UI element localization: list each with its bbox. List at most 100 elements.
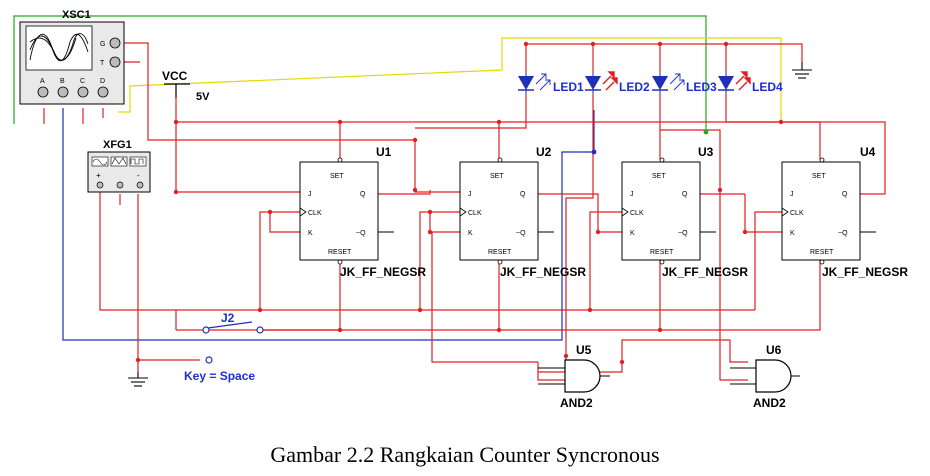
- scope-terminal-d-label: D: [100, 78, 105, 85]
- ground-symbol-left: [128, 372, 148, 387]
- pin-j-label: J: [308, 191, 312, 198]
- pin-q-label: Q: [360, 191, 366, 198]
- pin-q-label: Q: [842, 191, 848, 198]
- scope-terminal-b[interactable]: [57, 86, 69, 98]
- scope-terminal-c[interactable]: [77, 86, 89, 98]
- pin-clk-label: CLK: [790, 210, 804, 217]
- ground-symbol-right: [792, 62, 812, 79]
- flip-flop-u4[interactable]: SET RESET J CLK K Q ~Q U4 JK_FF_NEGSR: [781, 145, 908, 279]
- junction-dots: [135, 41, 784, 365]
- pin-k-label: K: [468, 230, 473, 237]
- flip-flop-u4-type: JK_FF_NEGSR: [822, 265, 908, 279]
- pin-set-label: SET: [490, 173, 504, 180]
- scope-screen: [25, 25, 93, 71]
- flip-flop-u2-ref: U2: [536, 145, 552, 159]
- junction-dot-green: [703, 129, 709, 135]
- pin-reset-label: RESET: [328, 249, 352, 256]
- and-gate-u6[interactable]: U6 AND2: [730, 343, 800, 410]
- key-label: Key = Space: [184, 369, 255, 383]
- square-wave-icon: [129, 156, 147, 167]
- scope-terminal-g-label: G: [100, 41, 105, 48]
- led-2-emission-arrows: [602, 71, 618, 91]
- oscilloscope-xsc1[interactable]: XSC1 G T A B C D: [19, 9, 125, 105]
- led-2-label: LED2: [619, 80, 650, 94]
- pin-reset-label: RESET: [488, 249, 512, 256]
- pin-q-label: Q: [520, 191, 526, 198]
- led-1[interactable]: LED1: [518, 72, 584, 94]
- pin-reset-label: RESET: [650, 249, 674, 256]
- scope-terminal-c-label: C: [80, 78, 85, 85]
- led-3-label: LED3: [686, 80, 717, 94]
- led-3[interactable]: LED3: [652, 72, 717, 94]
- flip-flop-u1-type: JK_FF_NEGSR: [340, 265, 426, 279]
- pin-qbar-label: ~Q: [838, 230, 848, 237]
- scope-terminal-t-label: T: [100, 60, 105, 67]
- pin-k-label: K: [308, 230, 313, 237]
- and-gate-u5[interactable]: U5 AND2: [538, 343, 610, 410]
- flip-flop-u2-type: JK_FF_NEGSR: [500, 265, 586, 279]
- and-gate-u5-ref: U5: [576, 343, 592, 357]
- scope-terminal-t[interactable]: [109, 56, 121, 68]
- scope-terminal-a[interactable]: [37, 86, 49, 98]
- pin-set-label: SET: [652, 173, 666, 180]
- pin-qbar-label: ~Q: [678, 230, 688, 237]
- pin-set-label: SET: [330, 173, 344, 180]
- pin-reset-label: RESET: [810, 249, 834, 256]
- vcc-source[interactable]: VCC 5V: [162, 69, 210, 103]
- generator-terminal-plus[interactable]: [96, 181, 104, 189]
- pin-k-label: K: [630, 230, 635, 237]
- and-gate-u6-type: AND2: [753, 396, 786, 410]
- pin-clk-label: CLK: [308, 210, 322, 217]
- generator-plus-label: +: [96, 171, 101, 180]
- oscilloscope-ref: XSC1: [62, 9, 91, 21]
- key-switch[interactable]: Key = Space: [184, 356, 255, 383]
- flip-flop-u3-type: JK_FF_NEGSR: [662, 265, 748, 279]
- pin-k-label: K: [790, 230, 795, 237]
- and-gate-u5-type: AND2: [560, 396, 593, 410]
- led-1-emission-arrows: [535, 73, 551, 91]
- flip-flop-u1-ref: U1: [376, 145, 392, 159]
- generator-terminal-common[interactable]: [116, 181, 124, 189]
- wire-green: [13, 15, 707, 132]
- and-gate-u6-ref: U6: [766, 343, 782, 357]
- switch-j2-ref: J2: [221, 311, 235, 325]
- led-array: LED1 LED2 LED3: [518, 71, 783, 94]
- vcc-label: VCC: [162, 69, 188, 83]
- flip-flop-u3-ref: U3: [698, 145, 714, 159]
- pin-qbar-label: ~Q: [356, 230, 366, 237]
- flip-flop-u2[interactable]: SET RESET J CLK K Q ~Q U2 JK_FF_NEGSR: [459, 145, 586, 279]
- wire-yellow: [118, 37, 782, 122]
- junction-dot-blue: [591, 149, 597, 155]
- wire-blue: [62, 108, 595, 341]
- function-generator-ref: XFG1: [103, 139, 132, 151]
- pin-j-label: J: [790, 191, 794, 198]
- led-4-label: LED4: [752, 80, 783, 94]
- led-4-emission-arrows: [735, 71, 751, 91]
- figure-caption: Gambar 2.2 Rangkaian Counter Syncronous: [270, 442, 660, 467]
- function-generator-xfg1[interactable]: XFG1 + -: [87, 139, 151, 193]
- pin-qbar-label: ~Q: [516, 230, 526, 237]
- scope-terminal-a-label: A: [40, 78, 45, 85]
- pin-set-label: SET: [812, 173, 826, 180]
- led-4[interactable]: LED4: [718, 71, 783, 94]
- vcc-value: 5V: [196, 91, 210, 103]
- led-3-emission-arrows: [669, 73, 685, 91]
- pin-j-label: J: [468, 191, 472, 198]
- scope-terminal-b-label: B: [60, 78, 65, 85]
- flip-flop-u4-ref: U4: [860, 145, 876, 159]
- scope-terminal-d[interactable]: [97, 86, 109, 98]
- led-2[interactable]: LED2: [585, 71, 650, 94]
- pin-q-label: Q: [682, 191, 688, 198]
- pin-clk-label: CLK: [630, 210, 644, 217]
- triangle-wave-icon: [110, 156, 128, 167]
- wires: [13, 15, 886, 381]
- scope-terminal-g[interactable]: [109, 37, 121, 49]
- flip-flop-u1[interactable]: SET RESET J CLK K Q ~Q U1 JK_FF_NEGSR: [299, 145, 426, 279]
- generator-terminal-minus[interactable]: [136, 181, 144, 189]
- scope-waveform-icon: [29, 33, 89, 62]
- switch-j2[interactable]: J2: [202, 311, 264, 334]
- led-1-label: LED1: [553, 80, 584, 94]
- pin-j-label: J: [630, 191, 634, 198]
- flip-flop-u3[interactable]: SET RESET J CLK K Q ~Q U3 JK_FF_NEGSR: [621, 145, 748, 279]
